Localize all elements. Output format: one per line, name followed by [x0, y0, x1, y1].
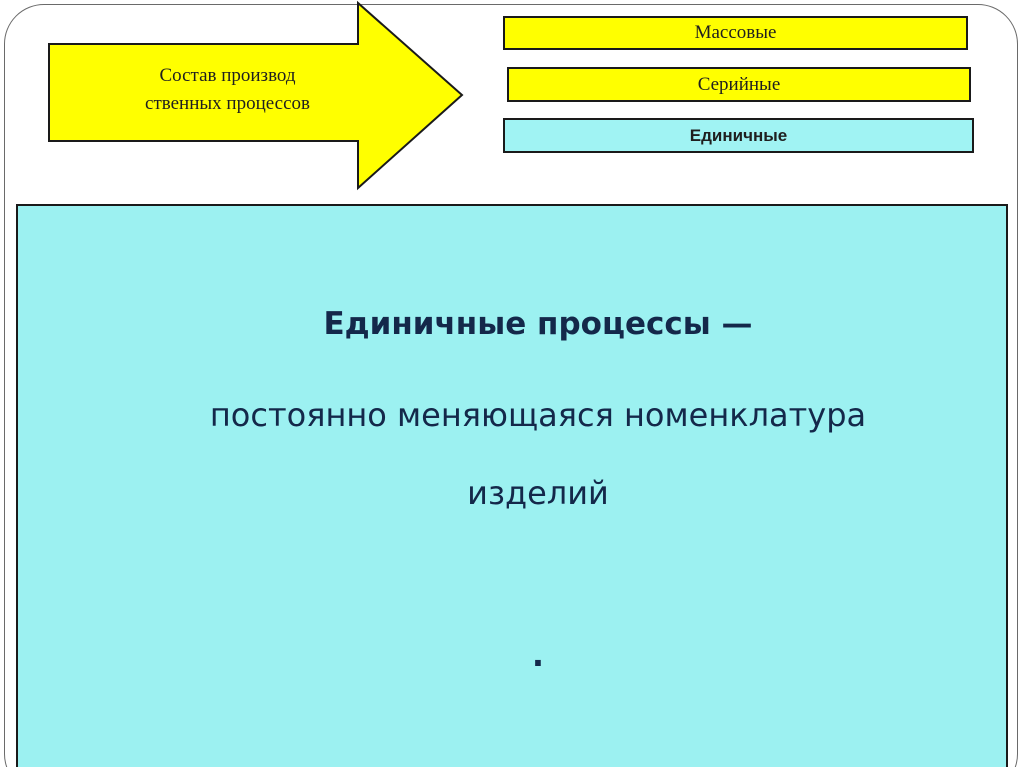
- process-arrow-shape: [48, 0, 464, 191]
- slide-frame: [4, 4, 1018, 767]
- arrow-polygon: [48, 0, 464, 191]
- process-type-single: Единичные: [503, 118, 974, 153]
- process-type-mass: Массовые: [503, 16, 968, 50]
- process-type-serial: Серийные: [507, 67, 971, 102]
- definition-trailing-dot: .: [531, 636, 545, 674]
- definition-text-line-2: изделий: [467, 474, 609, 512]
- definition-text-line-1: постоянно меняющаяся номенклатура: [209, 396, 867, 434]
- arrow-label: Состав производ ственных процессов: [145, 65, 310, 114]
- definition-panel: Единичные процессы — постоянно меняющаяс…: [16, 204, 1008, 767]
- definition-heading: Единичные процессы —: [323, 306, 753, 342]
